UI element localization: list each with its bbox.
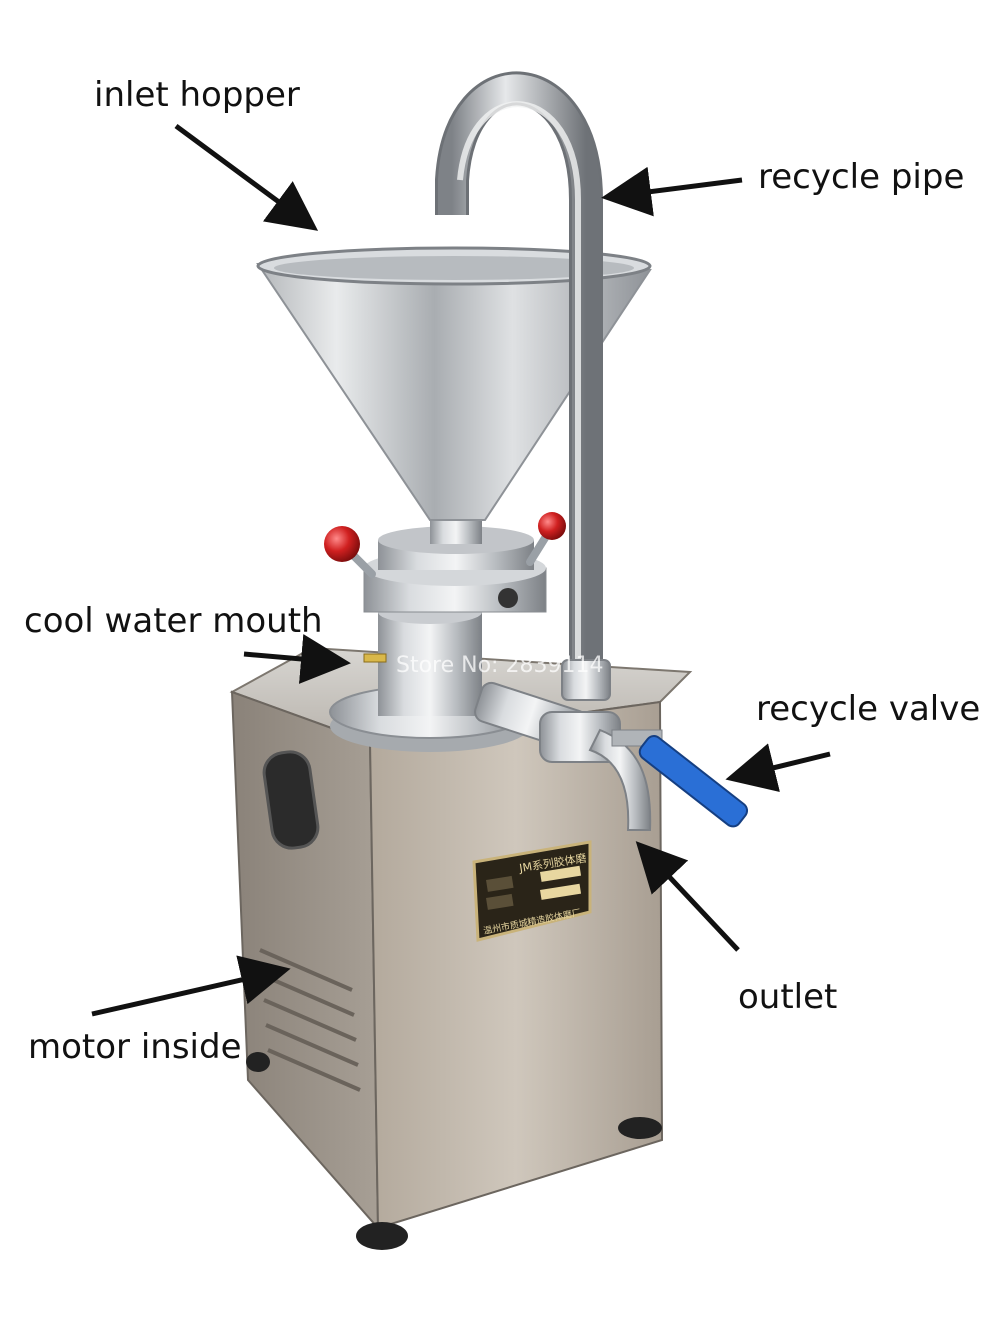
arrow-outlet — [635, 841, 740, 952]
arrow-recycle-pipe — [601, 166, 743, 217]
label-recycle-valve: recycle valve — [756, 689, 981, 729]
label-cool-water-mouth: cool water mouth — [24, 601, 323, 641]
arrow-inlet-hopper — [174, 123, 319, 231]
callout-arrows — [91, 123, 831, 1017]
valve-handle — [638, 735, 749, 828]
label-recycle-pipe: recycle pipe — [758, 157, 965, 197]
adjust-handles — [324, 512, 566, 578]
side-handle-slot — [262, 750, 320, 850]
red-knob-right — [538, 512, 566, 540]
red-knob-left — [324, 526, 360, 562]
outlet-valve-assembly — [474, 681, 749, 831]
cool-water-nozzle — [363, 653, 387, 663]
arrow-motor-inside — [91, 955, 291, 1017]
label-outlet: outlet — [738, 977, 838, 1017]
hopper-cone — [256, 246, 652, 521]
foot — [356, 1222, 408, 1250]
mill-head — [329, 518, 547, 752]
recycle-pipe-shape — [435, 71, 611, 701]
foot — [618, 1117, 662, 1139]
label-motor-inside: motor inside — [28, 1027, 242, 1067]
store-watermark: Store No: 2839114 — [396, 653, 603, 678]
foot — [246, 1052, 270, 1072]
arrow-recycle-valve — [725, 743, 831, 792]
label-inlet-hopper: inlet hopper — [94, 75, 300, 115]
arrow-cool-water-mouth — [243, 634, 351, 684]
